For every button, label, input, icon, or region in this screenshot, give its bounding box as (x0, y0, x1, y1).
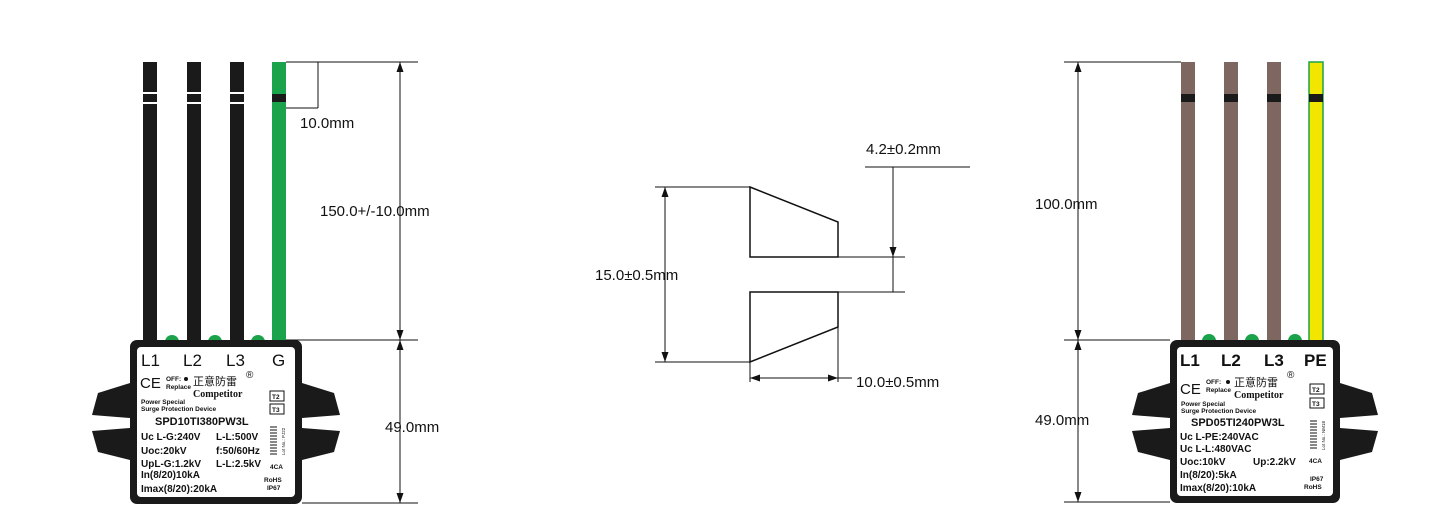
ip-rating: IP67 (267, 485, 281, 492)
left-device: L1 L2 L3 G CE OFF: Replace 正意防雷 ® Compet… (92, 61, 439, 504)
spec: Imax(8/20):10kA (1180, 483, 1256, 494)
barcode-icon (270, 426, 277, 455)
left-wires (143, 62, 286, 342)
terminal-l2: L2 (183, 351, 202, 370)
dim-lead-length: 150.0+/-10.0mm (320, 203, 430, 220)
brand-cn: 正意防雷 (193, 374, 237, 388)
desc-line1: Power Special (1181, 401, 1225, 408)
wire-l2 (1224, 62, 1238, 342)
model-number: SPD10TI380PW3L (155, 416, 249, 428)
terminal-pe: PE (1304, 351, 1327, 370)
spec: f:50/60Hz (216, 446, 260, 457)
desc-line2: Surge Protection Device (141, 406, 217, 413)
badge-t3: T3 (1312, 401, 1320, 408)
lot-number: Lot No.: PJ22 (281, 427, 286, 455)
rohs-label: RoHS (1304, 484, 1322, 491)
registered-mark: ® (246, 370, 254, 381)
wire-l2 (187, 62, 201, 342)
spec: L-L:2.5kV (216, 459, 261, 470)
terminal-g: G (272, 351, 285, 370)
lower-terminal (749, 291, 839, 364)
lot-number: Lot No.: NM18 (1321, 420, 1326, 450)
dim-height: 15.0±0.5mm (595, 267, 678, 284)
dim-body-height: 49.0mm (1035, 412, 1089, 429)
brand-name: Competitor (1234, 390, 1284, 401)
wire-ground (272, 62, 286, 342)
terminal-l1: L1 (141, 351, 160, 370)
spec: Imax(8/20):20kA (141, 484, 217, 495)
replace-label: Replace (166, 384, 191, 391)
wire-l3 (1267, 62, 1281, 342)
spec: Uoc:10kV (1180, 457, 1226, 468)
ip-rating: IP67 (1310, 476, 1324, 483)
right-device: L1 L2 L3 PE CE OFF: Replace 正意防雷 ® Compe… (1035, 61, 1378, 503)
terminal-l3: L3 (1264, 351, 1284, 370)
registered-mark: ® (1287, 370, 1295, 381)
terminal-l2: L2 (1221, 351, 1241, 370)
spec: In(8/20)10kA (141, 470, 200, 481)
off-label: OFF: (1206, 379, 1221, 386)
dim-width: 10.0±0.5mm (856, 374, 939, 391)
brand-cn: 正意防雷 (1234, 375, 1278, 389)
badge-t2: T2 (1312, 387, 1320, 394)
dim-strip-length: 10.0mm (300, 115, 354, 132)
dim-gap: 4.2±0.2mm (866, 141, 941, 158)
left-wings (92, 383, 340, 460)
wire-l3 (230, 62, 244, 342)
badge-t2: T2 (272, 394, 280, 401)
spec: In(8/20):5kA (1180, 470, 1237, 481)
spec: Up:2.2kV (1253, 457, 1296, 468)
spec: Uc L-L:480VAC (1180, 444, 1252, 455)
code-4ca: 4CA (270, 464, 283, 471)
code-4ca: 4CA (1309, 458, 1322, 465)
dim-body-height: 49.0mm (385, 419, 439, 436)
right-label-plate (1177, 347, 1333, 496)
model-number: SPD05TI240PW3L (1191, 417, 1285, 429)
rohs-label: RoHS (264, 477, 282, 484)
right-dimensions (1064, 61, 1181, 503)
indicator-dot-icon (1226, 380, 1230, 384)
desc-line2: Surge Protection Device (1181, 408, 1257, 415)
spec: Uc L-PE:240VAC (1180, 432, 1259, 443)
brand-name: Competitor (193, 389, 243, 400)
left-label-plate (137, 347, 295, 497)
terminal-l3: L3 (226, 351, 245, 370)
spec: L-L:500V (216, 432, 259, 443)
badge-t3: T3 (272, 407, 280, 414)
wire-l1 (1181, 62, 1195, 342)
left-dimensions (286, 61, 418, 504)
wire-l1 (143, 62, 157, 342)
dim-lead-length: 100.0mm (1035, 196, 1098, 213)
upper-terminal (749, 185, 839, 258)
desc-line1: Power Special (141, 399, 185, 406)
right-wires (1181, 61, 1324, 343)
center-detail: 4.2±0.2mm 15.0±0.5mm 10.0±0.5mm (595, 141, 970, 391)
spec: Uoc:20kV (141, 446, 187, 457)
spec: UpL-G:1.2kV (141, 459, 201, 470)
spec: Uc L-G:240V (141, 432, 201, 443)
replace-label: Replace (1206, 387, 1231, 394)
indicator-dot-icon (184, 377, 188, 381)
ce-mark: CE (1180, 381, 1201, 398)
off-label: OFF: (166, 376, 181, 383)
terminal-l1: L1 (1180, 351, 1200, 370)
barcode-icon (1310, 420, 1317, 449)
right-wings (1132, 383, 1378, 460)
wire-pe (1308, 61, 1324, 343)
ce-mark: CE (140, 375, 161, 392)
